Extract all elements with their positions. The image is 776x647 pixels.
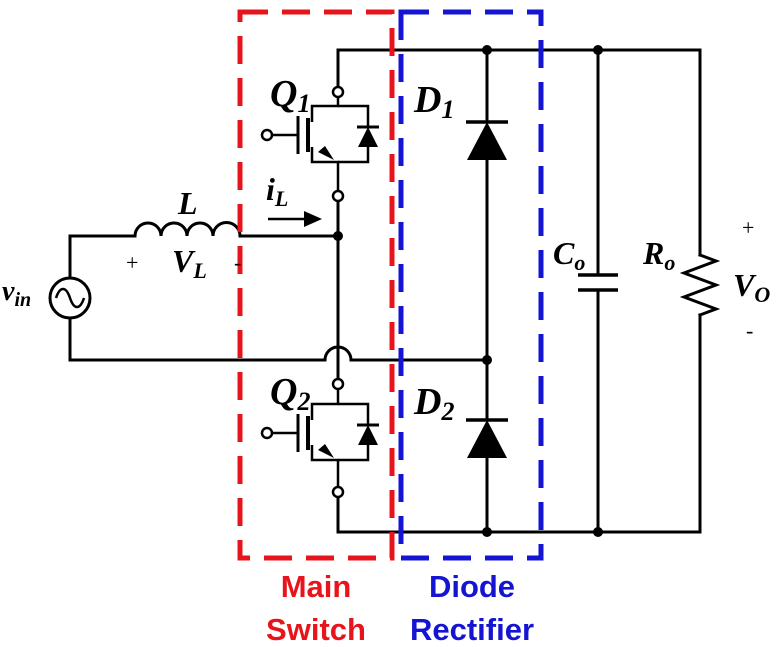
diode-rectifier-box [398,9,544,561]
q2-label: Q2 [270,371,310,416]
vin-label: vin [2,276,31,311]
main-switch-caption-line1: Main [281,569,352,604]
il-label: iL [266,171,288,211]
diode-rectifier-caption-line1: Diode [429,569,515,604]
ro-label: Ro [642,235,675,275]
igbt-q2-symbol [260,389,379,487]
junction-dots [333,45,603,537]
igbt-q1-symbol [260,97,379,191]
main-switch-box [237,9,395,561]
diode-d1-symbol [466,120,508,160]
current-arrow [268,211,322,227]
diode-rectifier-caption-line2: Rectifier [410,612,534,647]
capacitor-symbol [578,273,618,292]
co-label: Co [553,235,585,275]
vo-minus-sign: - [746,318,753,343]
inductor-symbol [133,221,242,238]
vl-minus-sign: - [234,250,241,275]
vo-label: VO [733,267,770,307]
q1-label: Q1 [270,73,310,118]
ac-source-symbol [48,276,92,320]
diode-d2-symbol [466,418,508,458]
d2-label: D2 [413,381,454,426]
inductor-label: L [177,185,198,221]
wires [68,48,702,534]
vo-plus-sign: + [742,215,754,240]
vl-label: VL [172,243,207,283]
vl-plus-sign: + [126,250,138,275]
main-switch-caption-line2: Switch [266,612,366,647]
resistor-symbol [679,253,721,317]
d1-label: D1 [413,79,454,124]
